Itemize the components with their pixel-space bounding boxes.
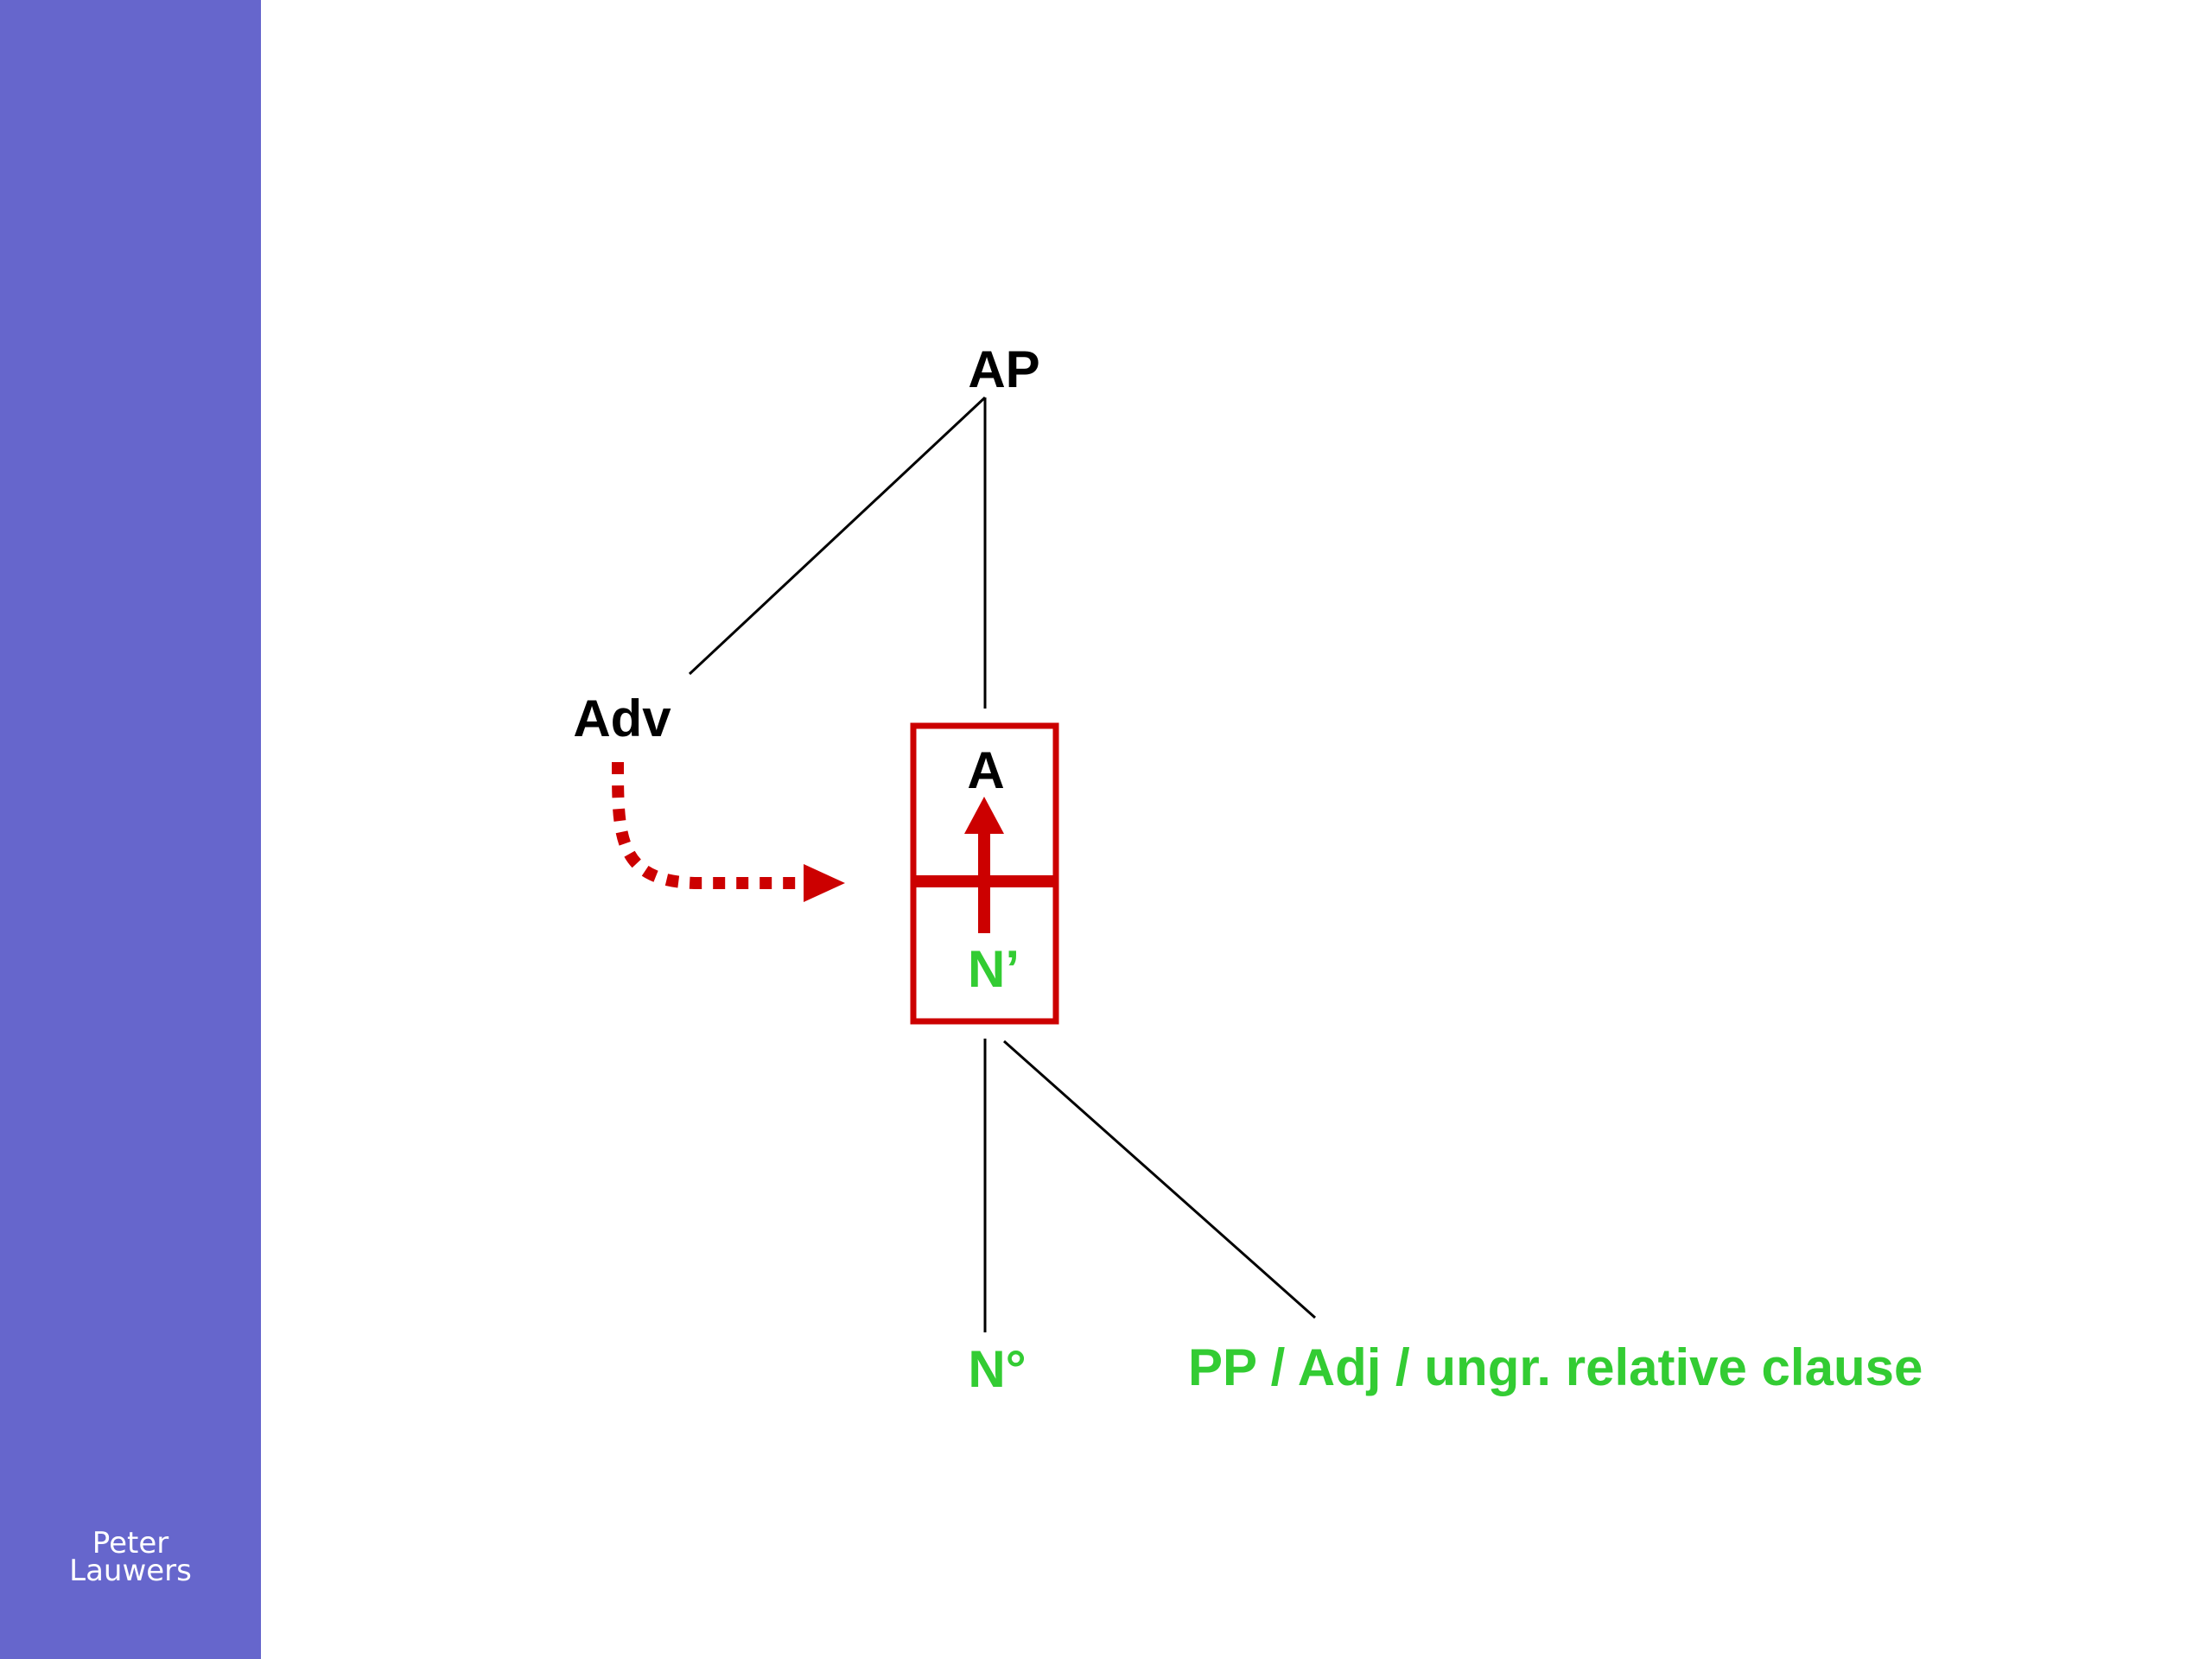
node-a: A	[967, 741, 1004, 799]
branch-n-bar-pp	[1003, 1039, 1316, 1319]
adv-arrow-head-icon	[804, 864, 845, 902]
node-n-zero: N°	[968, 1340, 1026, 1398]
author-name: Peter Lauwers	[0, 1526, 261, 1588]
node-pp-adj-clause: PP / Adj / ungr. relative clause	[1188, 1338, 1923, 1396]
branch-ap-adv	[688, 396, 987, 676]
author-first-name: Peter	[92, 1526, 169, 1560]
node-ap: AP	[968, 340, 1039, 398]
head-arrow-up-icon	[964, 797, 1004, 834]
adv-dotted-arrow	[612, 761, 804, 889]
node-n-bar: N’	[968, 940, 1020, 998]
node-adv: Adv	[573, 690, 671, 747]
sidebar: Peter Lauwers	[0, 0, 261, 1659]
head-box	[910, 722, 1059, 1025]
author-last-name: Lauwers	[69, 1554, 192, 1588]
